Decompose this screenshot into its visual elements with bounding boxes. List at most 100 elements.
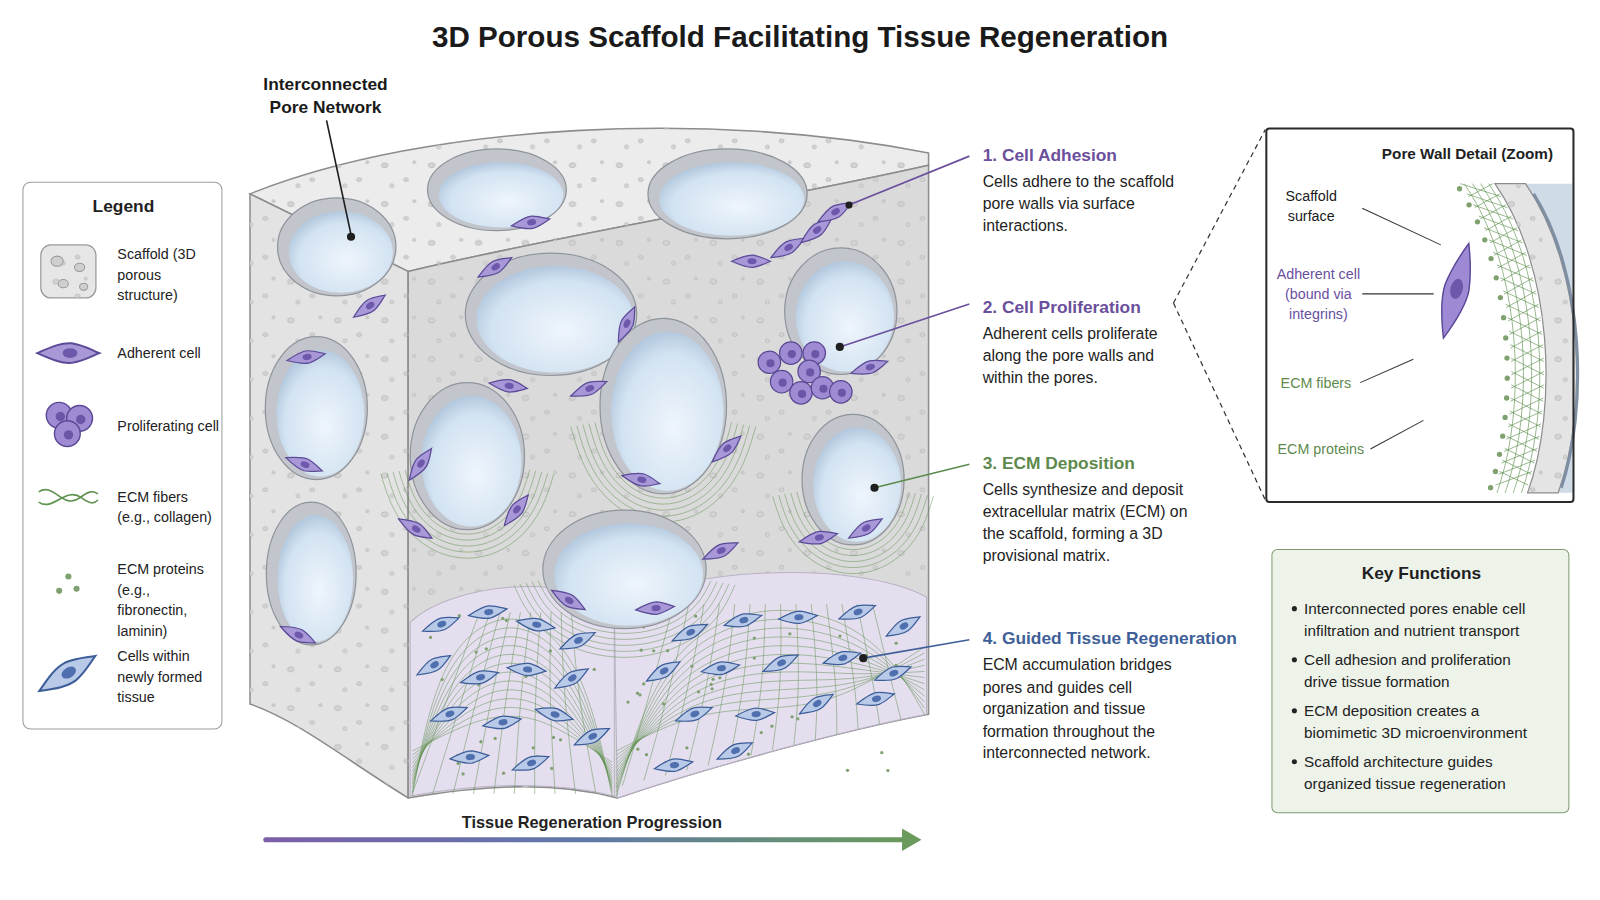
tissue-cell bbox=[674, 702, 715, 727]
ecm-fiber bbox=[1503, 291, 1539, 308]
adherent-cell bbox=[475, 252, 515, 282]
regenerated-tissue bbox=[410, 572, 926, 797]
ecm-fiber bbox=[412, 612, 479, 794]
legend-symbol bbox=[51, 256, 63, 266]
ecm-protein bbox=[711, 678, 714, 681]
bullet-dot bbox=[1292, 606, 1297, 611]
adherent-cell bbox=[613, 304, 641, 344]
ecm-protein bbox=[458, 614, 461, 617]
tissue-cell bbox=[450, 749, 490, 765]
ecm-protein bbox=[1504, 395, 1509, 400]
scaffold-block bbox=[408, 165, 928, 798]
ecm-fiber bbox=[1467, 194, 1507, 208]
adherent-cell bbox=[286, 348, 326, 367]
progression-arrow bbox=[263, 829, 921, 851]
proliferating-cell bbox=[758, 342, 852, 404]
ecm-fiber bbox=[1501, 265, 1530, 281]
adherent-cell bbox=[849, 355, 890, 379]
legend-symbol bbox=[41, 245, 96, 298]
scaffold-pore bbox=[477, 266, 634, 372]
ecm-fiber bbox=[1460, 184, 1501, 197]
leader-line bbox=[836, 343, 844, 351]
ecm-protein bbox=[790, 715, 793, 718]
legend-symbol bbox=[34, 245, 101, 700]
tissue-cell bbox=[459, 667, 500, 689]
ecm-fiber bbox=[1506, 304, 1541, 321]
ecm-protein bbox=[662, 702, 665, 705]
adherent-cell bbox=[510, 213, 550, 232]
ecm-fiber bbox=[1494, 240, 1521, 256]
ecm-protein bbox=[1500, 434, 1505, 439]
adherent-cell bbox=[568, 376, 609, 402]
proliferating-cell bbox=[790, 382, 812, 404]
ecm-fiber bbox=[1504, 278, 1533, 294]
ecm-protein bbox=[770, 725, 773, 728]
scaffold-pore bbox=[421, 396, 521, 527]
scaffold-pore bbox=[802, 414, 904, 545]
scaffold-pore bbox=[659, 162, 804, 235]
ecm-fiber bbox=[827, 604, 837, 735]
legend-symbol bbox=[41, 245, 96, 298]
ecm-fiber bbox=[616, 671, 924, 767]
part-label: Adherent cell (bound via integrins) bbox=[1262, 263, 1374, 324]
ecm-protein bbox=[760, 731, 763, 734]
box-heading: Key Functions bbox=[1272, 562, 1570, 584]
ecm-fiber bbox=[1511, 358, 1543, 375]
ecm-protein bbox=[1493, 469, 1498, 474]
ecm-protein bbox=[626, 700, 629, 703]
zoom-bracket bbox=[1173, 130, 1265, 303]
ecm-protein bbox=[501, 617, 504, 620]
ecm-fiber bbox=[751, 604, 765, 755]
ecm-fiber bbox=[412, 699, 612, 769]
scaffold-pore bbox=[543, 510, 706, 628]
ecm-fiber bbox=[550, 612, 555, 794]
proliferating-cell bbox=[780, 342, 802, 364]
ecm-protein bbox=[552, 736, 555, 739]
legend-symbol bbox=[58, 280, 68, 288]
ecm-fiber bbox=[1490, 228, 1517, 243]
ecm-fiber bbox=[1511, 358, 1544, 375]
ecm-protein bbox=[846, 769, 849, 772]
tissue-cell bbox=[700, 659, 740, 678]
ecm-fiber bbox=[811, 604, 817, 740]
scaffold-block bbox=[250, 194, 408, 798]
tissue-cell bbox=[723, 609, 764, 631]
adherent-cell bbox=[635, 600, 675, 616]
ecm-protein bbox=[690, 665, 693, 668]
proliferating-cell bbox=[758, 351, 780, 373]
ecm-protein bbox=[1504, 355, 1509, 360]
ecm-protein bbox=[652, 649, 655, 652]
pore-wall-detail bbox=[1495, 184, 1577, 493]
leader-line bbox=[840, 304, 970, 347]
ecm-protein bbox=[645, 753, 648, 756]
ecm-fiber bbox=[1511, 331, 1542, 348]
tissue-cell bbox=[572, 723, 612, 751]
ecm-protein bbox=[642, 682, 645, 685]
ecm-protein bbox=[1502, 415, 1507, 420]
ecm-fiber bbox=[772, 604, 780, 750]
callout-label: Interconnected Pore Network bbox=[249, 72, 402, 119]
scaffold-pore bbox=[554, 523, 703, 625]
ecm-protein bbox=[753, 636, 756, 639]
scaffold-block bbox=[250, 128, 929, 798]
bullet-text: ECM deposition creates a biomimetic 3D m… bbox=[1304, 700, 1549, 743]
zoom-leader-line bbox=[1362, 293, 1433, 294]
ecm-fiber bbox=[412, 681, 612, 775]
scaffold-pore bbox=[266, 502, 356, 645]
ecm-protein bbox=[461, 772, 464, 775]
zoom-bracket bbox=[1173, 130, 1265, 500]
zoom-adherent-cell bbox=[1431, 240, 1480, 341]
ecm-protein bbox=[666, 649, 669, 652]
adherent-cell bbox=[708, 431, 745, 466]
ecm-fiber bbox=[1480, 205, 1506, 219]
ecm-fiber bbox=[1506, 291, 1536, 308]
ecm-protein bbox=[441, 678, 444, 681]
ecm-fiber bbox=[412, 619, 612, 796]
legend-label: Cells within newly formed tissue bbox=[117, 646, 219, 707]
tissue-cell bbox=[883, 611, 923, 641]
tissue-cell bbox=[735, 706, 775, 722]
zoom-adherent-cell bbox=[1431, 240, 1480, 341]
diagram-title: 3D Porous Scaffold Facilitating Tissue R… bbox=[0, 18, 1600, 55]
tissue-cell bbox=[468, 603, 508, 622]
ecm-protein bbox=[697, 690, 700, 693]
